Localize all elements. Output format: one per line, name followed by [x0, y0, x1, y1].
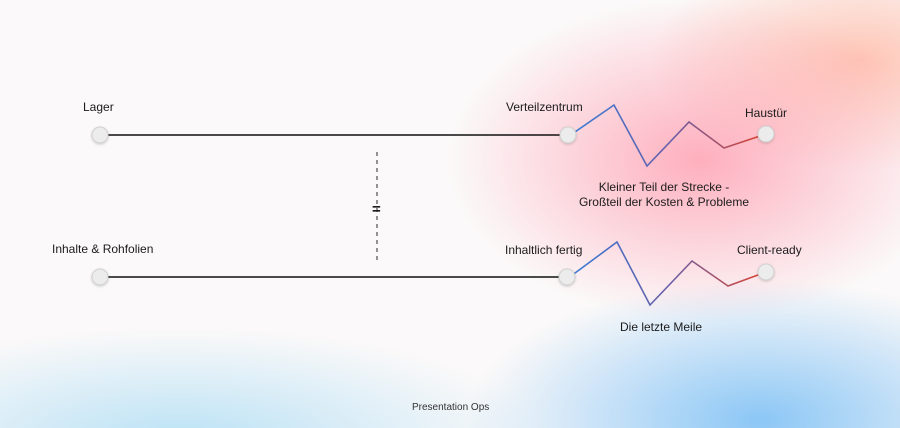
- bottom-start-label: Inhalte & Rohfolien: [52, 242, 154, 256]
- bottom-end-node: [757, 263, 775, 281]
- equals-symbol: =: [372, 201, 381, 218]
- top-last-mile-zigzag: [571, 103, 767, 168]
- bottom-end-label: Client-ready: [737, 243, 802, 257]
- top-start-label: Lager: [83, 100, 114, 114]
- bottom-mid-label: Inhaltlich fertig: [505, 243, 583, 257]
- top-start-node: [91, 126, 109, 144]
- top-mid-node: [559, 126, 577, 144]
- top-end-node: [757, 125, 775, 143]
- bottom-mid-node: [558, 268, 576, 286]
- top-caption: Kleiner Teil der Strecke - Großteil der …: [570, 180, 758, 209]
- top-mid-label: Verteilzentrum: [506, 100, 583, 114]
- top-caption-line2: Großteil der Kosten & Probleme: [578, 195, 750, 209]
- footer-label: Presentation Ops: [412, 402, 490, 413]
- top-caption-line1: Kleiner Teil der Strecke -: [598, 180, 730, 194]
- bottom-start-node: [91, 268, 109, 286]
- top-end-label: Haustür: [745, 106, 788, 120]
- bottom-last-mile-zigzag: [570, 240, 767, 307]
- bottom-caption: Die letzte Meile: [620, 320, 703, 334]
